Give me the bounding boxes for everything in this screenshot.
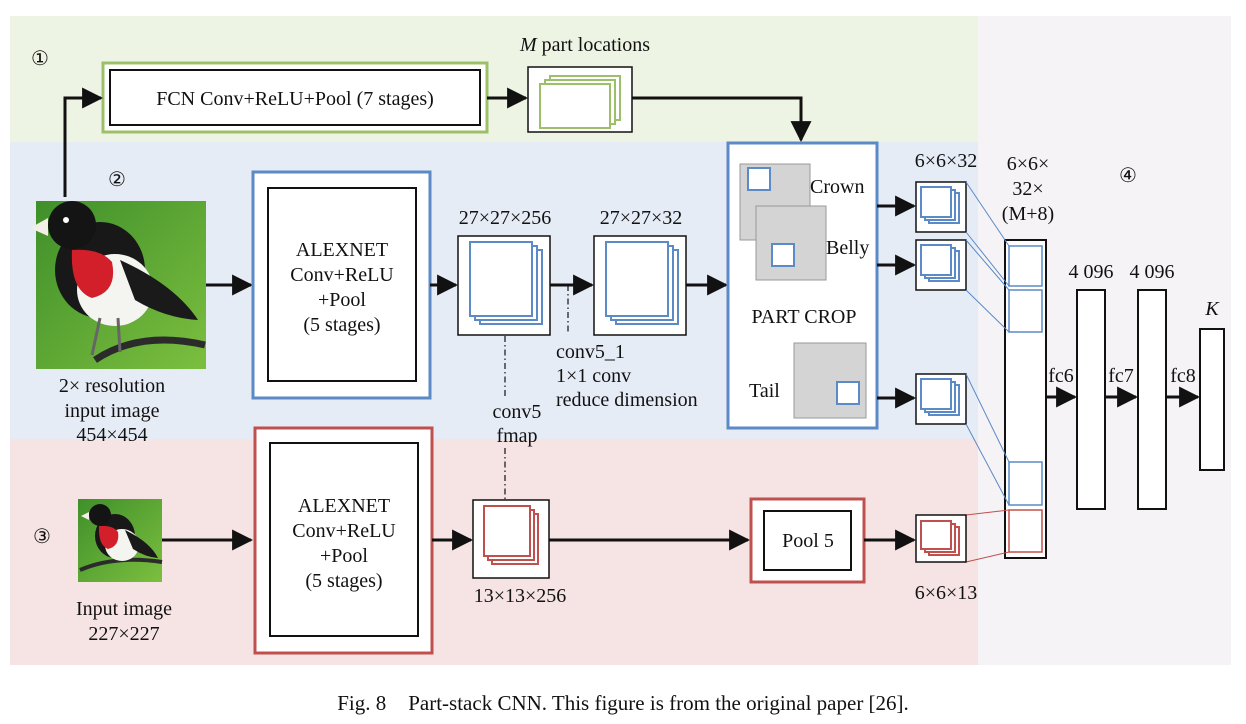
stack-connectors	[965, 181, 1010, 563]
stack-slot-tail	[1008, 461, 1043, 506]
alexnet-mid-label-3: +Pool	[318, 289, 366, 311]
section-marker-4: ④	[1119, 165, 1137, 187]
part-map-front	[539, 83, 611, 129]
fc7-layer	[1137, 289, 1167, 510]
arrow-parts-to-crop	[632, 96, 812, 143]
stack-slot-pool5	[1008, 509, 1043, 553]
fc6-units: 4 096	[1069, 261, 1114, 283]
fc6-layer	[1076, 289, 1106, 510]
conv51-label-2: 1×1 conv	[556, 365, 631, 387]
conv51-label-3: reduce dimension	[556, 389, 698, 411]
section-marker-2: ②	[108, 169, 126, 191]
tail-fmap	[915, 373, 967, 425]
arrow-input-to-fcn	[63, 87, 104, 197]
conv5-fmap-label-2: fmap	[496, 425, 537, 447]
lowres-caption-1: Input image	[76, 598, 172, 620]
fmap2-dims: 27×27×32	[600, 207, 683, 229]
part-crop-title: PART CROP	[752, 306, 857, 328]
output-k: K	[1204, 298, 1220, 320]
alexnet-low-inner	[269, 442, 419, 637]
crown-crop-patch	[747, 167, 771, 191]
pool5-dims: 6×6×13	[915, 582, 978, 604]
stack-slot-belly	[1008, 289, 1043, 333]
highres-bird-image	[30, 201, 206, 369]
stack-slot-crown	[1008, 245, 1043, 287]
fcn-label: FCN Conv+ReLU+Pool (7 stages)	[156, 88, 434, 110]
fmap2-layer-front	[605, 241, 669, 317]
part-crown-label: Crown	[810, 176, 864, 198]
fc6-label: fc6	[1048, 365, 1074, 387]
stack-dims-1: 6×6×	[1007, 153, 1050, 175]
fcn-box-inner	[109, 69, 481, 126]
lowfmap-layer-front	[483, 505, 531, 557]
crop-dims-label: 6×6×32	[915, 150, 978, 172]
alexnet-mid-inner	[267, 187, 417, 382]
belly-crop-patch	[771, 243, 795, 267]
tail-crop-region	[793, 342, 867, 419]
highres-caption-3: 454×454	[76, 424, 147, 446]
crown-fmap	[915, 181, 967, 233]
alexnet-mid-label-4: (5 stages)	[303, 314, 380, 336]
section-marker-3: ③	[33, 526, 51, 548]
output-layer	[1199, 328, 1225, 471]
alexnet-mid-label-2: Conv+ReLU	[290, 264, 394, 286]
conv51-label-1: conv5_1	[556, 341, 625, 363]
pool5-fmap	[915, 514, 967, 563]
part-tail-label: Tail	[749, 380, 780, 402]
belly-fmap	[915, 239, 967, 291]
tail-crop-patch	[836, 381, 860, 405]
lowres-bird-image	[78, 499, 163, 582]
alexnet-mid-label-1: ALEXNET	[296, 239, 388, 261]
pool5-inner	[763, 510, 852, 571]
part-belly-label: Belly	[826, 237, 869, 259]
alexnet-low-label-2: Conv+ReLU	[292, 520, 396, 542]
alexnet-low-label-1: ALEXNET	[298, 495, 390, 517]
fc8-label: fc8	[1170, 365, 1196, 387]
conv5-fmap-label-1: conv5	[493, 401, 542, 423]
highres-caption-2: input image	[65, 400, 160, 422]
alexnet-low-label-3: +Pool	[320, 545, 368, 567]
stack-dims-3: (M+8)	[1002, 203, 1054, 225]
fc7-label: fc7	[1108, 365, 1134, 387]
pool5-label: Pool 5	[782, 530, 834, 552]
fmap1-dims: 27×27×256	[459, 207, 552, 229]
lowfmap-dims: 13×13×256	[474, 585, 567, 607]
section-marker-1: ①	[31, 48, 49, 70]
alexnet-low-label-4: (5 stages)	[305, 570, 382, 592]
fmap1-layer-front	[469, 241, 533, 317]
lowres-caption-2: 227×227	[88, 623, 159, 645]
part-locations-label: M part locations	[519, 34, 650, 56]
stack-dims-2: 32×	[1012, 178, 1043, 200]
fc7-units: 4 096	[1130, 261, 1175, 283]
highres-caption-1: 2× resolution	[59, 375, 165, 397]
